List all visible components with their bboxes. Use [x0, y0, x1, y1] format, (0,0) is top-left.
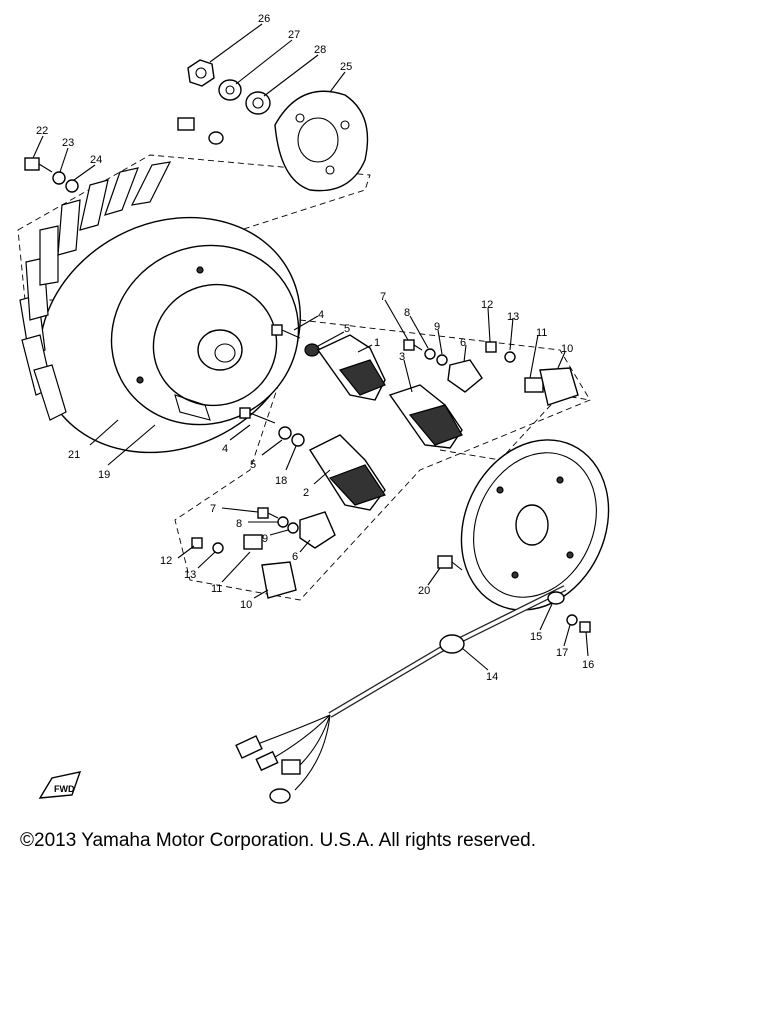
part-label-25: 25 — [340, 61, 352, 73]
parts-exploded-diagram: FWD — [17, 13, 610, 804]
screw-16 — [579, 621, 591, 633]
washer-18 — [291, 433, 305, 447]
part-label-12b: 12 — [160, 555, 172, 567]
part-label-23: 23 — [62, 137, 74, 149]
part-number-labels: 26 27 28 25 22 23 24 4 5 1 7 8 9 6 3 12 … — [36, 13, 594, 683]
part-label-7a: 7 — [380, 291, 386, 303]
wire-harness — [235, 585, 591, 804]
part-label-10b: 10 — [240, 599, 252, 611]
part-label-17: 17 — [556, 647, 568, 659]
screw-7-upper — [403, 339, 423, 351]
coil-1 — [316, 334, 386, 401]
washer-23 — [52, 171, 66, 185]
part-label-24: 24 — [90, 154, 102, 166]
screw-7-lower — [257, 507, 279, 519]
part-label-9a: 9 — [434, 321, 440, 333]
part-label-6b: 6 — [292, 551, 298, 563]
stator-plate — [460, 439, 610, 611]
grommet-15 — [547, 591, 565, 605]
coil-2 — [308, 434, 386, 511]
leader-lines — [32, 23, 589, 671]
flywheel — [19, 161, 301, 454]
part-label-27: 27 — [288, 29, 300, 41]
flywheel-assembly-outline — [17, 154, 371, 301]
stator-assembly-outline — [174, 319, 591, 601]
part-label-15: 15 — [530, 631, 542, 643]
part-label-7b: 7 — [210, 503, 216, 515]
part-label-21: 21 — [68, 449, 80, 461]
part-label-20: 20 — [418, 585, 430, 597]
screw-12-upper — [485, 341, 497, 353]
part-label-12a: 12 — [481, 299, 493, 311]
washer-28 — [245, 91, 271, 115]
part-label-8a: 8 — [404, 307, 410, 319]
part-label-4a: 4 — [318, 309, 324, 321]
condenser-11-upper — [524, 377, 544, 393]
part-label-11a: 11 — [536, 327, 547, 339]
part-label-19: 19 — [98, 469, 110, 481]
plate-25 — [274, 90, 369, 192]
part-label-28: 28 — [314, 44, 326, 56]
screw-22 — [24, 157, 53, 173]
condenser-10-upper — [539, 367, 579, 406]
washer-17 — [566, 614, 578, 626]
washer-8-upper — [424, 348, 436, 360]
part-label-5a: 5 — [344, 323, 350, 335]
washer-13-lower — [212, 542, 224, 554]
washer-8-lower — [277, 516, 289, 528]
coil-3 — [388, 384, 463, 449]
part-label-1: 1 — [374, 337, 380, 349]
breaker-6-lower — [299, 511, 336, 549]
part-label-18: 18 — [275, 475, 287, 487]
part-label-5b: 5 — [250, 459, 256, 471]
breaker-6-upper — [447, 359, 483, 393]
copyright-notice: ©2013 Yamaha Motor Corporation. U.S.A. A… — [20, 830, 536, 851]
part-label-26: 26 — [258, 13, 270, 25]
part-label-22: 22 — [36, 125, 48, 137]
screw-12-lower — [191, 537, 203, 549]
part-label-2: 2 — [303, 487, 309, 499]
part-label-4b: 4 — [222, 443, 228, 455]
washer-27 — [218, 79, 242, 101]
bolt-4-lower — [239, 407, 276, 424]
condenser-11-lower — [243, 534, 263, 550]
part-label-6a: 6 — [460, 337, 466, 349]
part-label-13b: 13 — [184, 569, 196, 581]
part-label-11b: 11 — [211, 583, 222, 595]
breaker-outline — [439, 394, 591, 461]
condenser-10-lower — [261, 561, 297, 599]
part-label-10a: 10 — [561, 343, 573, 355]
svg-text:FWD: FWD — [54, 784, 75, 794]
part-label-8b: 8 — [236, 518, 242, 530]
part-label-16: 16 — [582, 659, 594, 671]
bolt-4-upper — [271, 324, 301, 339]
washer-9-lower — [287, 522, 299, 534]
fwd-marker: FWD — [38, 771, 82, 799]
washer-24 — [65, 179, 79, 193]
screw-20 — [437, 555, 463, 571]
bolt-upper — [177, 117, 224, 145]
part-label-3: 3 — [399, 351, 405, 363]
nut-26 — [187, 59, 215, 87]
washer-13-upper — [504, 351, 516, 363]
part-label-9b: 9 — [262, 533, 268, 545]
washer-5-lower — [278, 426, 292, 440]
flywheel-cooling-fins — [19, 161, 172, 421]
part-label-13a: 13 — [507, 311, 519, 323]
washer-9-upper — [436, 354, 448, 366]
part-label-14: 14 — [486, 671, 498, 683]
washer-5-upper — [304, 343, 320, 357]
